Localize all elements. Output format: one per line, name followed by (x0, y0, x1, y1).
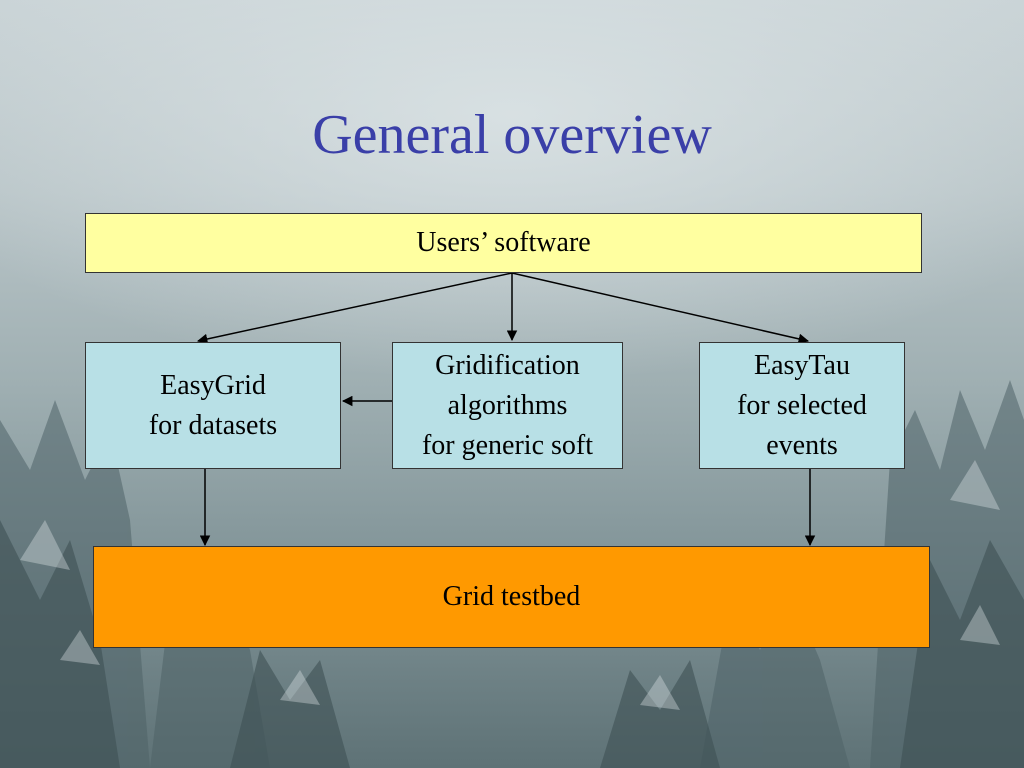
easytau-label-line: events (766, 429, 838, 461)
users-software-box: Users’ software (85, 213, 922, 273)
grid-testbed-label: Grid testbed (442, 581, 581, 612)
easytau-label-line: for selected (737, 389, 867, 421)
slide-title: General overview (312, 104, 712, 166)
easygrid-label-line: for datasets (148, 409, 278, 441)
easytau-label-line: EasyTau (753, 349, 850, 381)
easytau-box: EasyTau for selected events (699, 342, 905, 469)
gridification-label-line: Gridification (435, 349, 580, 381)
gridification-label-line: for generic soft (421, 429, 594, 461)
gridification-box: Gridification algorithms for generic sof… (392, 342, 623, 469)
grid-testbed-box: Grid testbed (93, 546, 930, 648)
arrow-users-to-easytau (511, 272, 810, 345)
users-software-label: Users’ software (416, 227, 591, 258)
arrow-users-to-easygrid (196, 272, 513, 345)
easygrid-label-line: EasyGrid (160, 369, 266, 401)
easygrid-box: EasyGrid for datasets (85, 342, 341, 469)
gridification-label-line: algorithms (447, 389, 568, 421)
